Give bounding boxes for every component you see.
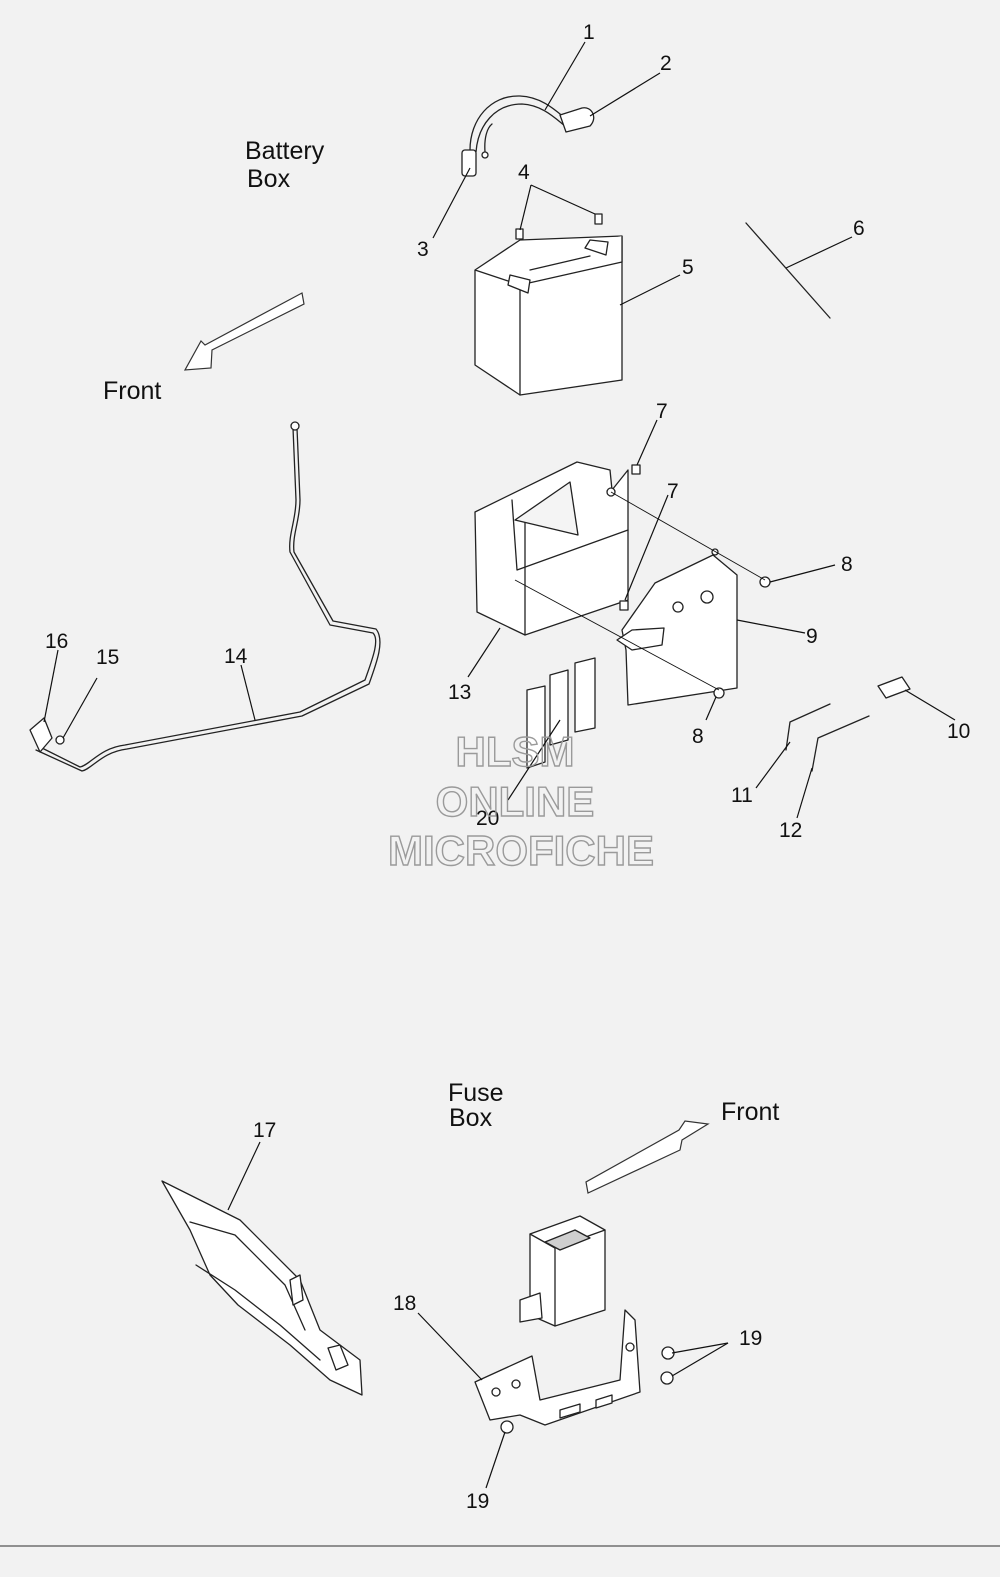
callout-18: 18 (393, 1292, 416, 1315)
callout-6: 6 (853, 217, 865, 240)
watermark-line3: MICROFICHE (388, 827, 654, 874)
callout-8-right: 8 (841, 553, 853, 576)
cable-tie (745, 222, 831, 319)
callout-5: 5 (682, 256, 694, 279)
watermark: HLSM ONLINE MICROFICHE (387, 727, 654, 874)
leader-lines (43, 41, 956, 1489)
fuse-front-direction-arrow (585, 1120, 710, 1194)
battery (474, 235, 623, 396)
callout-19-lower: 19 (466, 1490, 489, 1513)
callout-8-lower: 8 (692, 725, 704, 748)
bolt (619, 464, 641, 611)
fuse-bracket-screw (500, 1346, 675, 1434)
hex-key-small (785, 703, 831, 751)
battery-cable-harness (461, 95, 595, 177)
battery-terminal-screw (515, 213, 603, 240)
battery-hold-down-bracket (616, 548, 738, 706)
battery-tray (474, 461, 629, 636)
callout-3: 3 (417, 238, 429, 261)
fuse-front-label: Front (721, 1098, 779, 1126)
callout-9: 9 (806, 625, 818, 648)
callout-20: 20 (476, 807, 499, 830)
callout-13: 13 (448, 681, 471, 704)
ground-cable (29, 421, 381, 772)
fuse-box-module (519, 1215, 606, 1327)
callout-4: 4 (518, 161, 530, 184)
callout-14: 14 (224, 645, 248, 668)
fuse-box-label-line2: Box (449, 1104, 493, 1132)
battery-box-label-line2: Box (247, 165, 291, 193)
callout-10: 10 (947, 720, 970, 743)
callout-12: 12 (779, 819, 802, 842)
callout-numbers: 1 2 3 4 5 6 7 7 8 8 9 10 11 12 13 14 15 … (45, 21, 970, 1513)
front-direction-arrow (183, 292, 305, 371)
battery-box-label-line1: Battery (245, 137, 325, 165)
fuse-box-bracket (474, 1309, 641, 1426)
callout-1: 1 (583, 21, 595, 44)
battery-front-label: Front (103, 377, 161, 405)
callout-15: 15 (96, 646, 119, 669)
callout-16: 16 (45, 630, 68, 653)
spacer-pad (526, 657, 596, 769)
callout-7-lower: 7 (667, 480, 679, 503)
wire-connector (877, 676, 911, 699)
watermark-line1: HLSM (456, 728, 575, 775)
fuse-box-label-line1: Fuse (448, 1079, 504, 1107)
callout-17: 17 (253, 1119, 276, 1142)
callout-2: 2 (660, 52, 672, 75)
callout-11: 11 (731, 784, 753, 807)
hex-key-large (811, 715, 870, 772)
watermark-line2: ONLINE (436, 778, 595, 825)
callout-7-upper: 7 (656, 400, 668, 423)
callout-19-right: 19 (739, 1327, 762, 1350)
fuse-box-cover (161, 1180, 363, 1396)
